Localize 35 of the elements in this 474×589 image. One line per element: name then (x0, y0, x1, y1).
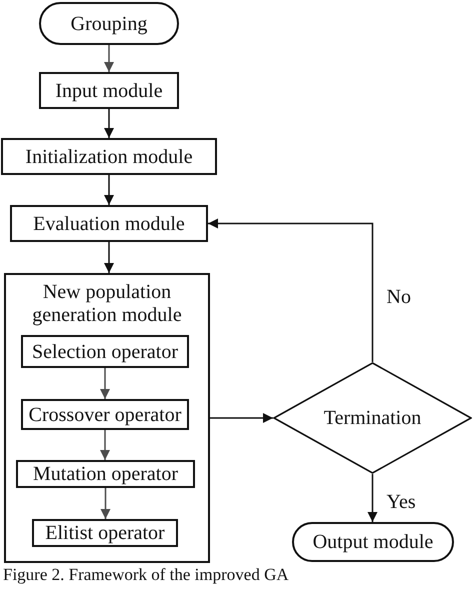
box-label: Input module (55, 80, 163, 102)
arrow (368, 474, 378, 522)
box-label: Evaluation module (33, 212, 185, 234)
process-box (39, 72, 179, 109)
diamond-label: Termination (324, 407, 422, 429)
arrow (104, 109, 114, 138)
arrow (104, 175, 114, 205)
edge-label: Yes (386, 491, 416, 513)
box-label: Mutation operator (33, 463, 178, 485)
arrow (104, 45, 114, 72)
module-panel (4, 273, 210, 563)
box-label: Initialization module (25, 146, 193, 168)
arrow (208, 218, 374, 362)
box-label: Grouping (70, 12, 148, 34)
process-box (1, 138, 217, 175)
process-box (32, 519, 178, 547)
arrow (104, 242, 114, 273)
arrow (100, 430, 110, 460)
arrow (100, 488, 110, 519)
process-box (21, 335, 189, 368)
process-box (21, 399, 189, 430)
figure-caption: Figure 2. Framework of the improved GA (3, 566, 289, 585)
box-label: Crossover operator (28, 404, 182, 426)
box-label: Output module (312, 531, 434, 553)
box-label: Selection operator (32, 340, 178, 362)
process-box (10, 205, 208, 242)
panel-title: New population generation module (31, 281, 183, 327)
decision-diamond (273, 362, 472, 474)
arrow (210, 413, 273, 423)
arrow (100, 368, 110, 399)
edge-label: No (386, 286, 411, 308)
box-label: Elitist operator (45, 522, 165, 544)
process-box (16, 460, 195, 488)
terminal-box (292, 522, 454, 562)
terminal-box (39, 2, 179, 45)
